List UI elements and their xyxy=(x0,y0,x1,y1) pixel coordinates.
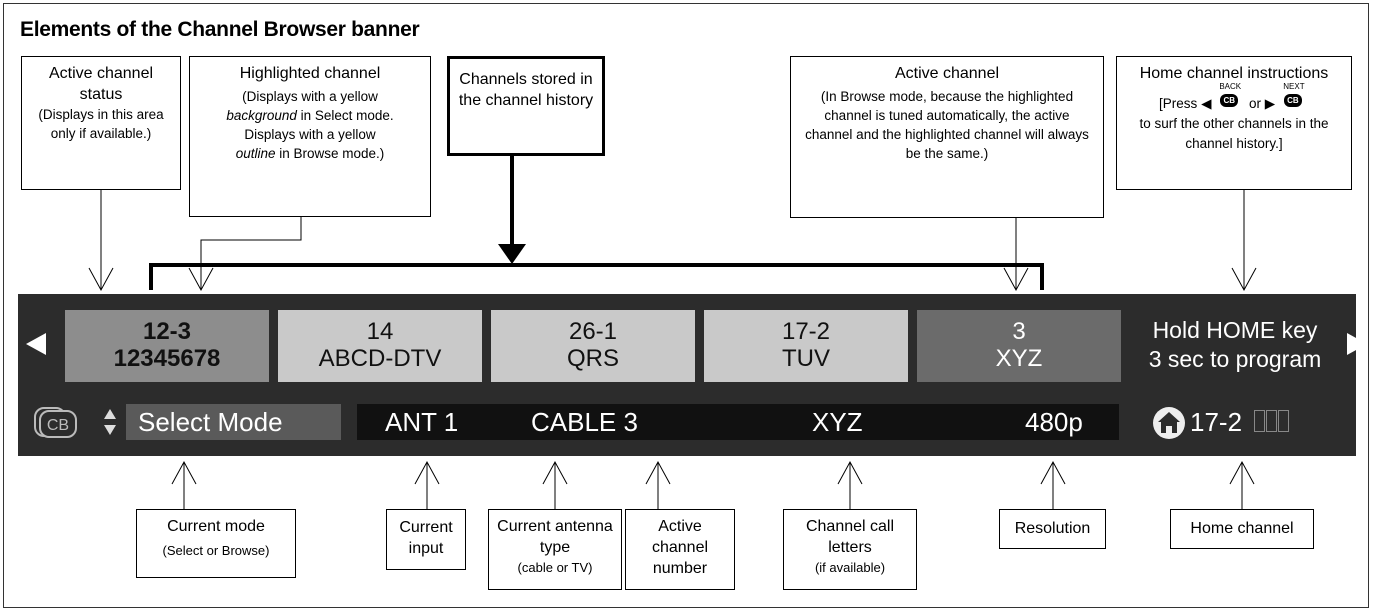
callout-history-title: Channels stored in the channel history xyxy=(458,71,594,109)
callout-current-mode: Current mode (Select or Browse) xyxy=(136,509,296,578)
callout-highlighted-title: Highlighted channel xyxy=(239,65,381,82)
home-channel-placeholder xyxy=(1254,410,1290,437)
tile-number: 14 xyxy=(366,318,394,345)
press-label: [Press xyxy=(1159,96,1198,111)
highlighted-note-line-1: (Displays with a yellow xyxy=(242,89,378,104)
tile-name: QRS xyxy=(566,345,619,372)
highlighted-note-emphasis-background: background xyxy=(226,108,297,123)
callout-active-number-title: Active channel number xyxy=(651,518,709,577)
hold-home-instruction: Hold HOME key 3 sec to program xyxy=(1128,316,1342,374)
callout-home-instructions-title: Home channel instructions xyxy=(1139,65,1329,82)
info-strip xyxy=(357,404,1119,440)
next-button-icon: NEXT CB xyxy=(1279,83,1309,114)
channel-tile-selected: 12-3 12345678 xyxy=(65,310,269,382)
next-label: NEXT xyxy=(1283,82,1305,91)
right-arrow-icon: ▶ xyxy=(1264,96,1276,111)
call-letters-label: XYZ xyxy=(812,407,863,437)
highlighted-note-line-4: in Browse mode.) xyxy=(275,146,385,161)
cb-next-icon: CB xyxy=(1283,94,1302,107)
callout-active-channel-title: Active channel xyxy=(894,65,1000,82)
callout-current-input: Current input xyxy=(386,509,466,570)
resolution-label: 480p xyxy=(1025,407,1083,437)
callout-current-input-title: Current input xyxy=(399,519,453,557)
callout-active-status-title: Active channel status xyxy=(48,65,154,103)
back-label: BACK xyxy=(1219,82,1242,91)
up-down-arrows-icon xyxy=(104,409,116,435)
callout-home-channel: Home channel xyxy=(1170,509,1314,549)
down-arrow-icon xyxy=(498,244,526,264)
channel-tile: 26-1 QRS xyxy=(491,310,695,382)
callout-active-channel-note: (In Browse mode, because the highlighted… xyxy=(805,89,1089,161)
callout-home-instructions-note: [Press ◀ BACK CB or ▶ NEXT CB to surf th… xyxy=(1125,83,1343,154)
history-bracket xyxy=(149,156,1044,290)
callout-antenna-type: Current antenna type (cable or TV) xyxy=(488,509,622,590)
callout-active-status-note: (Displays in this area only if available… xyxy=(38,107,164,141)
tile-number: 3 xyxy=(1012,318,1026,345)
callout-call-letters-note: (if available) xyxy=(814,560,886,575)
highlighted-note-line-3: Displays with a yellow xyxy=(244,127,376,142)
callout-home-channel-title: Home channel xyxy=(1190,520,1294,537)
figure-frame xyxy=(3,3,1369,608)
cb-icon: CB xyxy=(34,407,77,438)
cb-icon-label: CB xyxy=(47,417,69,434)
or-label: or xyxy=(1249,96,1262,111)
mode-background xyxy=(126,404,341,440)
callout-antenna-type-note: (cable or TV) xyxy=(517,560,593,575)
current-input-label: ANT 1 xyxy=(385,407,459,437)
callout-current-mode-note: (Select or Browse) xyxy=(162,543,270,558)
channel-tile-active: 3 XYZ xyxy=(917,310,1121,382)
tile-number: 12-3 xyxy=(142,318,192,345)
tile-name: XYZ xyxy=(995,345,1043,372)
callout-resolution-title: Resolution xyxy=(1014,520,1091,537)
home-channel-label: 17-2 xyxy=(1190,407,1243,437)
tile-number: 26-1 xyxy=(568,318,618,345)
callout-active-channel: Active channel (In Browse mode, because … xyxy=(790,56,1104,218)
callout-active-channel-number: Active channel number xyxy=(625,509,735,590)
callout-call-letters-title: Channel call letters xyxy=(805,518,895,556)
back-button-icon: BACK CB xyxy=(1215,83,1245,114)
callout-antenna-type-title: Current antenna type xyxy=(497,518,613,556)
callout-channel-history: Channels stored in the channel history xyxy=(447,56,605,156)
highlighted-note-emphasis-outline: outline xyxy=(235,146,276,161)
home-instructions-rest: to surf the other channels in the channe… xyxy=(1139,116,1329,151)
tile-name: ABCD-DTV xyxy=(318,345,442,372)
cb-back-icon: CB xyxy=(1220,94,1239,107)
tile-name: TUV xyxy=(782,345,830,372)
callout-highlighted-channel: Highlighted channel (Displays with a yel… xyxy=(189,56,431,217)
diagram-title: Elements of the Channel Browser banner xyxy=(20,18,420,41)
left-arrow-icon: ◀ xyxy=(1201,96,1212,111)
callout-current-mode-title: Current mode xyxy=(167,518,265,535)
callout-active-channel-status: Active channel status (Displays in this … xyxy=(21,56,181,190)
current-mode-label: Select Mode xyxy=(138,407,283,437)
left-arrow-icon xyxy=(26,333,46,355)
right-arrow-icon xyxy=(1347,333,1367,355)
channel-tile: 17-2 TUV xyxy=(704,310,908,382)
callout-home-channel-instructions: Home channel instructions [Press ◀ BACK … xyxy=(1116,56,1352,190)
hold-line-1: Hold HOME key xyxy=(1152,317,1318,343)
highlighted-note-line-2: in Select mode. xyxy=(296,108,394,123)
callout-resolution: Resolution xyxy=(999,509,1106,549)
callout-highlighted-note: (Displays with a yellow background in Se… xyxy=(198,87,422,163)
tile-name: 12345678 xyxy=(113,345,221,372)
antenna-type-label: CABLE 3 xyxy=(531,407,638,437)
home-icon xyxy=(1153,407,1185,439)
callout-call-letters: Channel call letters (if available) xyxy=(783,509,917,590)
channel-tile: 14 ABCD-DTV xyxy=(278,310,482,382)
hold-line-2: 3 sec to program xyxy=(1148,346,1322,372)
tile-number: 17-2 xyxy=(781,318,831,345)
